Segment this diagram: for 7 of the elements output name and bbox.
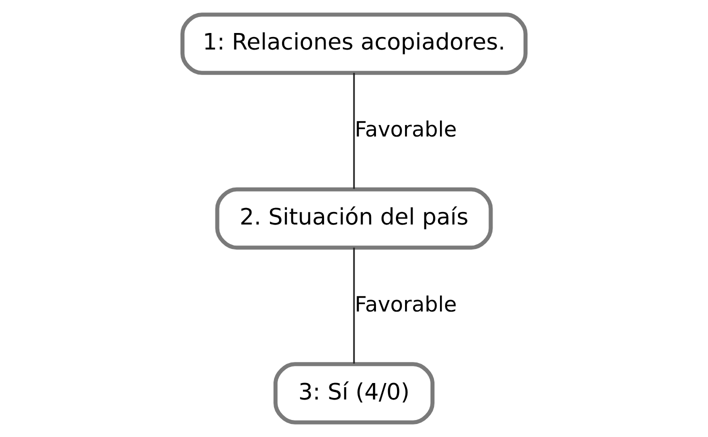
node-box: 2. Situación del país: [215, 187, 493, 250]
connector: [353, 72, 355, 189]
node-box: 3: Sí (4/0): [274, 362, 434, 424]
edge-label: Favorable: [354, 291, 457, 316]
edge-label: Favorable: [354, 116, 457, 142]
node-box: 1: Relaciones acopiadores.: [180, 12, 528, 75]
connector: [353, 248, 355, 364]
